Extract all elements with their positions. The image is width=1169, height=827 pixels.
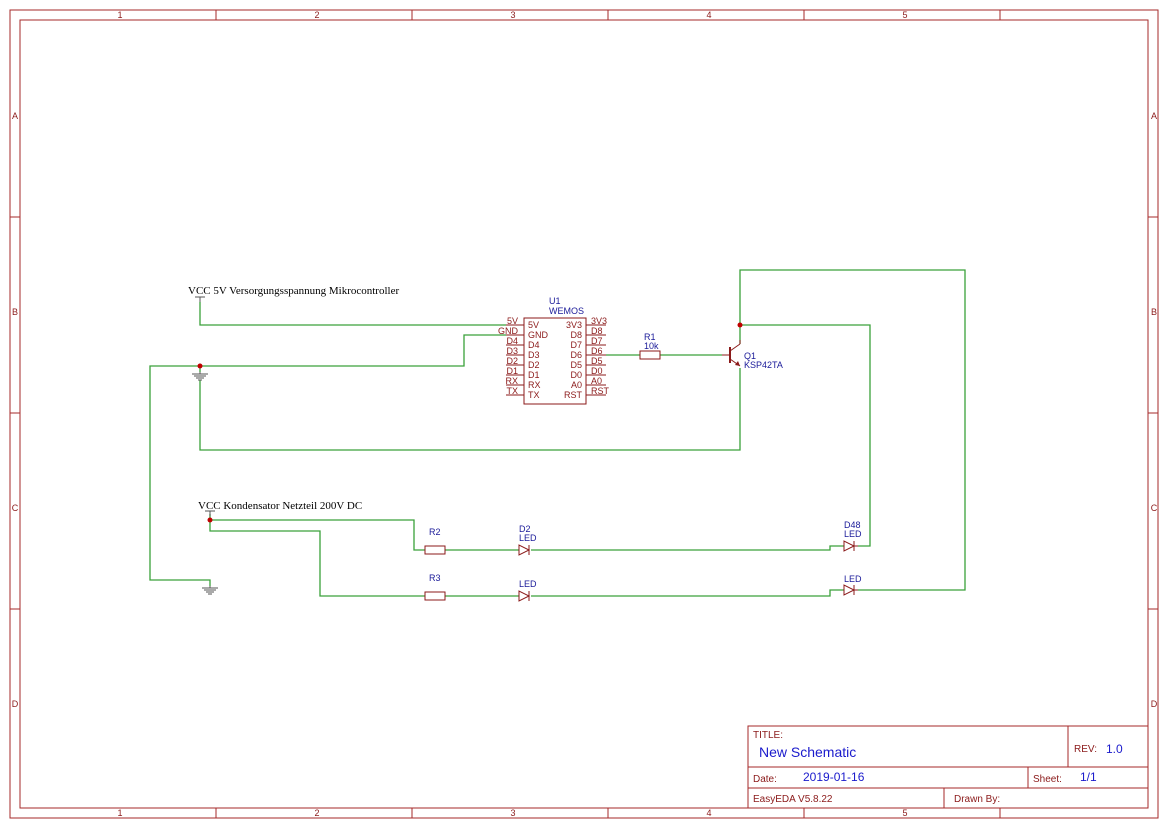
u1-pin-name-right: RST bbox=[591, 386, 610, 396]
ground-symbol-1[interactable] bbox=[192, 372, 208, 381]
r2-designator: R2 bbox=[429, 527, 441, 537]
u1-inner-label-right: D0 bbox=[570, 370, 582, 380]
u1-wemos-component[interactable]: U1 WEMOS 5V GND D4 D3 D2 D1 RX TX 5V GND… bbox=[498, 296, 610, 405]
row-label-left: A bbox=[12, 111, 18, 121]
row-label-right: B bbox=[1151, 307, 1157, 317]
drawn-by-label: Drawn By: bbox=[954, 794, 1000, 805]
col-label-bottom: 4 bbox=[706, 808, 711, 818]
u1-pin-name-right: A0 bbox=[591, 376, 602, 386]
d48-led[interactable]: D48 LED bbox=[843, 520, 862, 552]
led-row2-right-value: LED bbox=[844, 574, 862, 584]
u1-inner-label-right: 3V3 bbox=[566, 320, 582, 330]
r2-resistor[interactable]: R2 bbox=[424, 527, 446, 555]
date-label: Date: bbox=[753, 774, 777, 785]
led-row2-left-value: LED bbox=[519, 579, 537, 589]
col-label-top: 3 bbox=[510, 10, 515, 20]
col-label-bottom: 3 bbox=[510, 808, 515, 818]
u1-pin-name-right: D8 bbox=[591, 326, 603, 336]
q1-transistor[interactable]: Q1 KSP42TA bbox=[722, 340, 783, 370]
col-label-bottom: 5 bbox=[902, 808, 907, 818]
date-value: 2019-01-16 bbox=[803, 770, 865, 784]
row-label-right: A bbox=[1151, 111, 1157, 121]
row-label-left: B bbox=[12, 307, 18, 317]
vcc-5v-net-label[interactable]: VCC 5V Versorgungsspannung Mikrocontroll… bbox=[188, 285, 399, 302]
u1-inner-label-right: D7 bbox=[570, 340, 582, 350]
row-label-left: C bbox=[12, 503, 19, 513]
u1-inner-label-right: RST bbox=[564, 390, 583, 400]
u1-pin-name-right: D5 bbox=[591, 356, 603, 366]
vcc-200v-label: VCC Kondensator Netzteil 200V DC bbox=[198, 500, 362, 512]
u1-pin-name-right: D0 bbox=[591, 366, 603, 376]
r1-value: 10k bbox=[644, 341, 659, 351]
row-label-right: C bbox=[1151, 503, 1158, 513]
u1-pin-name-right: D6 bbox=[591, 346, 603, 356]
u1-pin-name-left: D3 bbox=[506, 346, 518, 356]
u1-pin-name-left: TX bbox=[506, 386, 518, 396]
u1-pin-name-left: D2 bbox=[506, 356, 518, 366]
junction-dot bbox=[207, 517, 213, 523]
sheet-label: Sheet: bbox=[1033, 774, 1062, 785]
r1-resistor[interactable]: R1 10k bbox=[639, 332, 661, 360]
u1-inner-label-left: GND bbox=[528, 330, 549, 340]
u1-pin-name-left: RX bbox=[505, 376, 518, 386]
title-label: TITLE: bbox=[753, 730, 783, 741]
r3-resistor[interactable]: R3 bbox=[424, 573, 446, 601]
col-label-top: 5 bbox=[902, 10, 907, 20]
software-version: EasyEDA V5.8.22 bbox=[753, 794, 833, 805]
u1-pin-name-left: D4 bbox=[506, 336, 518, 346]
wires bbox=[149, 269, 966, 597]
col-label-top: 2 bbox=[314, 10, 319, 20]
row-label-left: D bbox=[12, 699, 19, 709]
u1-inner-label-right: D5 bbox=[570, 360, 582, 370]
u1-value: WEMOS bbox=[549, 306, 584, 316]
junction-dot bbox=[737, 322, 743, 328]
u1-inner-label-right: D8 bbox=[570, 330, 582, 340]
d2-led[interactable]: D2 LED bbox=[518, 524, 537, 556]
d48-value: LED bbox=[844, 529, 862, 539]
u1-inner-label-left: 5V bbox=[528, 320, 539, 330]
u1-pin-name-left: 5V bbox=[507, 316, 518, 326]
u1-inner-label-right: D6 bbox=[570, 350, 582, 360]
rev-value: 1.0 bbox=[1106, 742, 1123, 756]
q1-value: KSP42TA bbox=[744, 360, 783, 370]
u1-inner-label-left: D1 bbox=[528, 370, 540, 380]
led-row2-left[interactable]: LED bbox=[518, 579, 537, 602]
u1-inner-label-left: D2 bbox=[528, 360, 540, 370]
vcc-5v-label: VCC 5V Versorgungsspannung Mikrocontroll… bbox=[188, 285, 399, 297]
led-row2-right[interactable]: LED bbox=[843, 574, 862, 596]
u1-inner-label-right: A0 bbox=[571, 380, 582, 390]
r1-designator: R1 bbox=[644, 332, 656, 342]
u1-pin-name-left: D1 bbox=[506, 366, 518, 376]
d2-value: LED bbox=[519, 533, 537, 543]
u1-inner-label-left: TX bbox=[528, 390, 540, 400]
u1-inner-label-left: D4 bbox=[528, 340, 540, 350]
d48-designator: D48 bbox=[844, 520, 861, 530]
u1-inner-label-left: D3 bbox=[528, 350, 540, 360]
col-label-bottom: 1 bbox=[117, 808, 122, 818]
u1-designator: U1 bbox=[549, 296, 561, 306]
rev-label: REV: bbox=[1074, 744, 1097, 755]
title-value: New Schematic bbox=[759, 744, 856, 760]
u1-inner-label-left: RX bbox=[528, 380, 541, 390]
junction-dot bbox=[197, 363, 203, 369]
d2-designator: D2 bbox=[519, 524, 531, 534]
u1-pin-name-right: D7 bbox=[591, 336, 603, 346]
col-label-top: 4 bbox=[706, 10, 711, 20]
u1-pin-name-right: 3V3 bbox=[591, 316, 607, 326]
row-label-right: D bbox=[1151, 699, 1158, 709]
drawing-frame: 1 2 3 4 5 1 2 3 4 5 A B C D A B C D bbox=[9, 9, 1159, 819]
u1-pin-name-left: GND bbox=[498, 326, 519, 336]
r3-designator: R3 bbox=[429, 573, 441, 583]
ground-symbol-2[interactable] bbox=[202, 586, 218, 595]
sheet-value: 1/1 bbox=[1080, 770, 1097, 784]
vcc-200v-net-label[interactable]: VCC Kondensator Netzteil 200V DC bbox=[198, 500, 362, 516]
title-block: TITLE: New Schematic REV: 1.0 Date: 2019… bbox=[747, 725, 1149, 809]
junctions bbox=[197, 322, 743, 523]
col-label-top: 1 bbox=[117, 10, 122, 20]
q1-designator: Q1 bbox=[744, 351, 756, 361]
col-label-bottom: 2 bbox=[314, 808, 319, 818]
